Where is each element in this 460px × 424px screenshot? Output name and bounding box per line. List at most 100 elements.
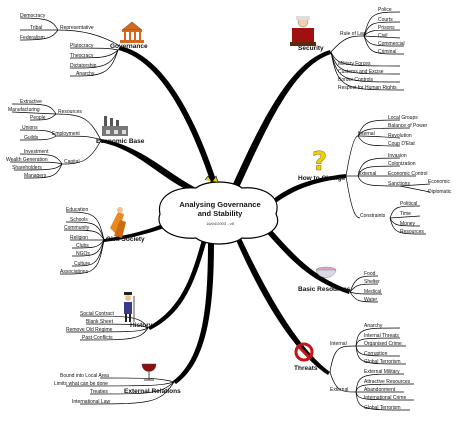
node-police[interactable]: Police	[378, 7, 392, 13]
node-organised-crime[interactable]: Organised Crime	[364, 341, 402, 347]
node-civil[interactable]: Civil	[378, 33, 388, 39]
node-internal-threats-group[interactable]: Internal	[330, 341, 347, 347]
map-title-line2: and Stability	[197, 209, 243, 218]
node-shareholders[interactable]: Shareholders	[12, 165, 42, 171]
branch-line-how-to-change	[272, 174, 346, 204]
node-associations[interactable]: Associations	[60, 269, 89, 275]
branch-line-governance	[118, 46, 218, 186]
node-dictatorship[interactable]: Dictatorship	[70, 63, 97, 69]
node-past-conflicts[interactable]: Past Conflicts	[82, 335, 113, 341]
node-water[interactable]: Water	[364, 297, 378, 303]
branch-external-relations[interactable]: External Relations	[124, 388, 181, 395]
node-international-law[interactable]: International Law	[72, 399, 111, 405]
node-external-threats-group[interactable]: External	[330, 387, 349, 393]
node-colonization[interactable]: Colonization	[388, 161, 416, 167]
node-resources-econ[interactable]: Resources	[58, 109, 82, 115]
node-prisons[interactable]: Prisons	[378, 25, 395, 31]
node-corruption[interactable]: Corruption	[364, 351, 388, 357]
node-democracy[interactable]: Democracy	[20, 13, 46, 19]
node-economic-sanction[interactable]: Economic	[428, 179, 450, 185]
branch-line-history	[148, 236, 208, 330]
node-theocracy[interactable]: Theocracy	[70, 53, 94, 59]
node-social-contract[interactable]: Social Contract	[80, 311, 114, 317]
branch-how-to-change[interactable]: How to Change	[298, 175, 346, 182]
branch-history[interactable]: History	[130, 322, 153, 329]
node-manufacturing[interactable]: Manufacturing	[8, 107, 40, 113]
node-blank-sheet[interactable]: Blank Sheet	[86, 319, 113, 325]
node-remove-old-regime[interactable]: Remove Old Regime	[66, 327, 113, 333]
node-shelter[interactable]: Shelter	[364, 279, 380, 285]
branch-governance[interactable]: Governance	[110, 43, 148, 50]
node-abandonment[interactable]: Abandonment	[364, 387, 396, 393]
node-treaties[interactable]: Treaties	[90, 389, 108, 395]
node-wealth-generation[interactable]: Wealth Generation	[6, 157, 48, 163]
node-medical[interactable]: Medical	[364, 289, 382, 295]
node-political[interactable]: Political	[400, 201, 418, 207]
node-community[interactable]: Community	[64, 225, 90, 231]
node-constraints[interactable]: Constraints	[360, 213, 386, 219]
node-bound-local-area[interactable]: Bound into Local Area	[60, 373, 109, 379]
node-clubs[interactable]: Clubs	[76, 243, 89, 249]
node-money[interactable]: Money	[400, 221, 416, 227]
node-culture[interactable]: Culture	[74, 261, 91, 267]
node-education[interactable]: Education	[66, 207, 89, 213]
node-tribal[interactable]: Tribal	[30, 25, 43, 31]
branch-basic-resources[interactable]: Basic Resources	[298, 286, 351, 293]
node-religion[interactable]: Religion	[70, 235, 89, 241]
map-title: Analysing Governance and Stability	[168, 200, 272, 218]
node-federalism[interactable]: Federalism	[20, 35, 45, 41]
node-international-crime[interactable]: International Crime	[364, 395, 407, 401]
node-investment[interactable]: Investment	[24, 149, 49, 155]
node-representative[interactable]: Representative	[60, 25, 94, 31]
branch-civil-society[interactable]: Civil Society	[106, 236, 145, 243]
node-ngos[interactable]: NGOs	[76, 251, 90, 257]
node-customs[interactable]: Customs and Excise	[338, 69, 384, 75]
node-courts[interactable]: Courts	[378, 17, 393, 23]
node-internal-change[interactable]: Internal	[358, 131, 375, 137]
node-coup[interactable]: Coup D'Etat	[388, 141, 415, 147]
branch-threats[interactable]: Threats	[294, 365, 318, 372]
node-unions[interactable]: Unions	[22, 125, 38, 131]
node-people[interactable]: People	[30, 115, 46, 121]
node-capital[interactable]: Capital	[64, 159, 80, 165]
map-title-line1: Analysing Governance	[179, 200, 261, 209]
node-economic-control[interactable]: Economic Control	[388, 171, 428, 177]
node-time[interactable]: Time	[400, 211, 411, 217]
branch-security[interactable]: Security	[298, 45, 324, 52]
node-attractive-resources[interactable]: Attractive Resources	[364, 379, 411, 385]
node-global-terrorism-int[interactable]: Global Terrorism	[364, 359, 401, 365]
node-diplomatic[interactable]: Diplomatic	[428, 189, 452, 195]
node-food[interactable]: Food	[364, 271, 376, 277]
node-balance-of-power[interactable]: Balance of Power	[388, 123, 428, 129]
node-internal-threats[interactable]: Internal Threats	[364, 333, 399, 339]
node-criminal[interactable]: Criminal	[378, 49, 397, 55]
node-military-forces[interactable]: Military Forces	[338, 61, 371, 67]
node-plutocracy[interactable]: Plutocracy	[70, 43, 94, 49]
people-icon	[110, 207, 126, 238]
node-limits[interactable]: Limits what can be done	[54, 381, 108, 387]
node-anarchy-gov[interactable]: Anarchy	[76, 71, 95, 77]
node-global-terrorism-ext[interactable]: Global Terrorism	[364, 405, 401, 411]
node-guilds[interactable]: Guilds	[24, 135, 39, 141]
branch-economic-base[interactable]: Economic Base	[96, 138, 145, 145]
branch-line-economic-base	[100, 139, 204, 196]
node-rule-of-law[interactable]: Rule of Law	[340, 31, 367, 37]
branch-line-threats	[236, 236, 330, 375]
node-border-controls[interactable]: Border Controls	[338, 77, 374, 83]
node-schools[interactable]: Schools	[70, 217, 88, 223]
node-sanctions[interactable]: Sanctions	[388, 181, 410, 187]
node-resources-constraint[interactable]: Resources	[400, 229, 424, 235]
node-revolution[interactable]: Revolution	[388, 133, 412, 139]
node-commercial[interactable]: Commercial	[378, 41, 405, 47]
node-external-change[interactable]: External	[358, 171, 377, 177]
node-anarchy[interactable]: Anarchy	[364, 323, 383, 329]
node-extractive[interactable]: Extractive	[20, 99, 42, 105]
node-employment[interactable]: Employment	[52, 131, 80, 137]
node-invasion[interactable]: Invasion	[388, 153, 407, 159]
node-managers[interactable]: Managers	[24, 173, 47, 179]
center-cloud[interactable]	[158, 175, 279, 245]
node-local-groups[interactable]: Local Groups	[388, 115, 418, 121]
node-external-military[interactable]: External Military	[364, 369, 400, 375]
node-human-rights[interactable]: Respect for Human Rights	[338, 85, 397, 91]
